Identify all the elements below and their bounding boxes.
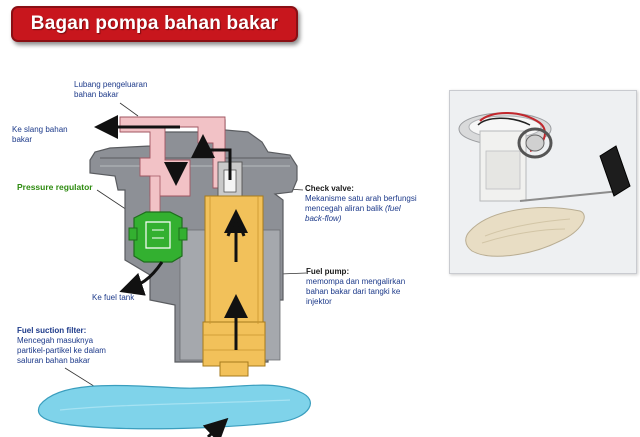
outlet-label-line2: bahan bakar [74,90,119,99]
outlet-label: Lubang pengeluaran bahan bakar [74,80,147,100]
fuel-suction-filter [37,384,311,430]
flow-arrows [94,115,248,437]
fuel-pump-desc-line3: injektor [306,297,332,306]
page-title: Bagan pompa bahan bakar [30,13,279,34]
filter-title: Fuel suction filter: [17,326,87,335]
fuel-pump-desc-line2: bahan bakar dari tangki ke [306,287,401,296]
check-valve-label: Check valve: Mekanisme satu arah berfung… [305,184,417,224]
check-valve-desc-line2: mencegah aliran balik [305,204,386,213]
title-banner: Bagan pompa bahan bakar [11,6,298,42]
fuel-pump-desc-line1: memompa dan mengalirkan [306,277,406,286]
fuel-pump-title: Fuel pump: [306,267,350,276]
pressure-regulator [128,211,188,263]
fuel-pump-photo [449,90,637,274]
filter-desc-line1: Mencegah masuknya [17,336,94,345]
outlet-label-line1: Lubang pengeluaran [74,80,148,89]
hose-label-line1: Ke slang bahan [12,125,68,134]
filter-desc-line3: saluran bahan bakar [17,356,90,365]
hose-label-line2: bakar [12,135,33,144]
check-valve-title: Check valve: [305,184,354,193]
filter-desc-line2: partikel-partikel ke dalam [17,346,106,355]
check-valve-desc-line1: Mekanisme satu arah berfungsi [305,194,417,203]
check-valve-em-line1: (fuel [385,204,401,213]
hose-label: Ke slang bahan bakar [12,125,68,145]
fuel-suction-filter-label: Fuel suction filter: Mencegah masuknya p… [17,326,106,366]
fuel-pump-label: Fuel pump: memompa dan mengalirkan bahan… [306,267,405,307]
pump-housing [89,119,298,363]
fuel-tank-label: Ke fuel tank [92,293,135,302]
check-valve-em-line2: back-flow) [305,214,342,223]
pressure-regulator-label: Pressure regulator [17,182,93,192]
